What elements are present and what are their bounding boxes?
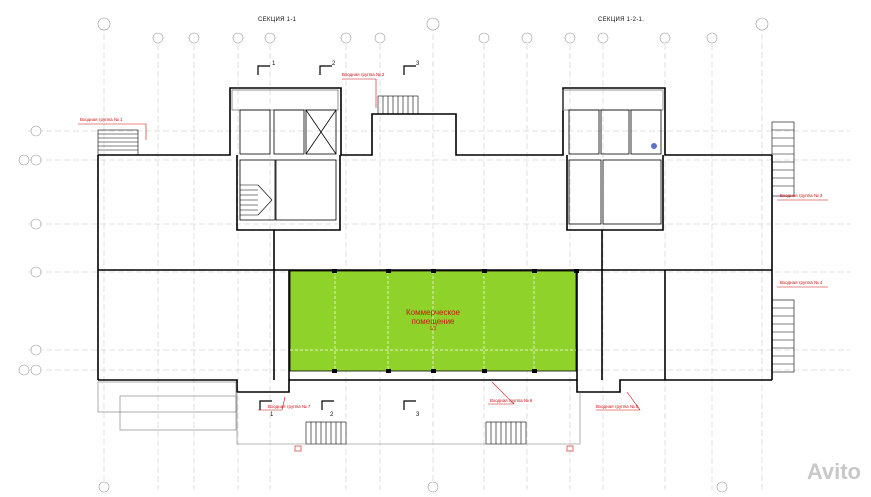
entrance-note-7: Входная группа № 7 bbox=[268, 404, 311, 409]
axis-tag-marks bbox=[294, 445, 574, 452]
commercial-area-dividers bbox=[290, 271, 576, 371]
left-stair-core bbox=[231, 89, 339, 221]
axis-bubbles-left bbox=[18, 125, 42, 376]
right-stair-core bbox=[562, 89, 664, 225]
entrance-note-4: Входная группа № 4 bbox=[780, 280, 823, 285]
section-cut-label-2: 2 bbox=[332, 61, 336, 67]
entrance-note-6: Входная группа № 6 bbox=[490, 398, 533, 403]
entrance-note-5: Входная группа № 5 bbox=[596, 404, 639, 409]
entrance-leaders bbox=[78, 78, 828, 411]
section-cut-label-1-bottom: 1 bbox=[270, 412, 274, 418]
section-cut-label-2-bottom: 2 bbox=[330, 412, 334, 418]
section-cut-label-3: 3 bbox=[416, 61, 420, 67]
axis-bubbles-bottom bbox=[98, 481, 728, 493]
entrance-note-1: Входная группа № 1 bbox=[80, 117, 123, 122]
entrance-note-2: Входная группа № 2 bbox=[342, 72, 385, 77]
entrance-note-3: Входная группа № 3 bbox=[780, 193, 823, 198]
commercial-label-line3: 1/1 bbox=[429, 326, 437, 332]
section-cut-label-3-bottom: 3 bbox=[416, 412, 420, 418]
section-cut-label-1: 1 bbox=[272, 61, 276, 67]
axis-grid-vertical bbox=[103, 25, 763, 490]
commercial-room-label: Коммерческое помещение 1/1 bbox=[398, 308, 468, 332]
axis-bubbles-top bbox=[97, 17, 769, 44]
section-title-left: СЕКЦИЯ 1-1 bbox=[258, 17, 297, 23]
commercial-columns bbox=[332, 269, 579, 373]
avito-watermark: Avito bbox=[806, 459, 861, 484]
commercial-label-line1: Коммерческое bbox=[406, 308, 460, 317]
bottom-terraces bbox=[97, 381, 581, 445]
commercial-label-line2: помещение bbox=[411, 317, 455, 326]
section-cut-markers bbox=[257, 65, 416, 410]
section-title-right: СЕКЦИЯ 1-2-1. bbox=[598, 17, 645, 23]
